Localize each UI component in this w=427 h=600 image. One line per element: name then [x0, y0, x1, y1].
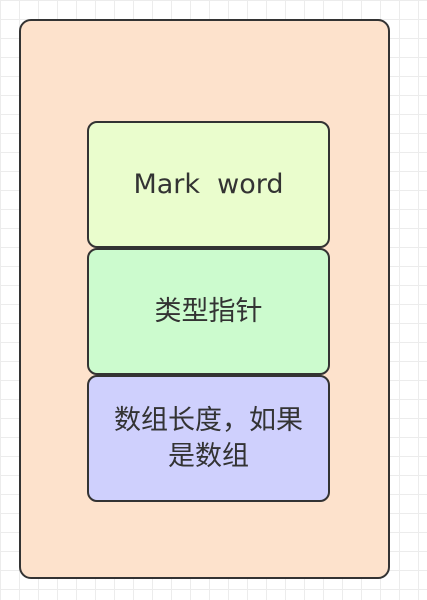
array-length-block: 数组长度，如果是数组 [87, 375, 330, 502]
mark-word-block: Mark word [87, 121, 330, 248]
mark-word-label: Mark word [133, 168, 284, 200]
array-length-label: 数组长度，如果是数组 [114, 404, 303, 472]
type-pointer-label: 类型指针 [154, 295, 263, 327]
type-pointer-block: 类型指针 [87, 248, 330, 375]
